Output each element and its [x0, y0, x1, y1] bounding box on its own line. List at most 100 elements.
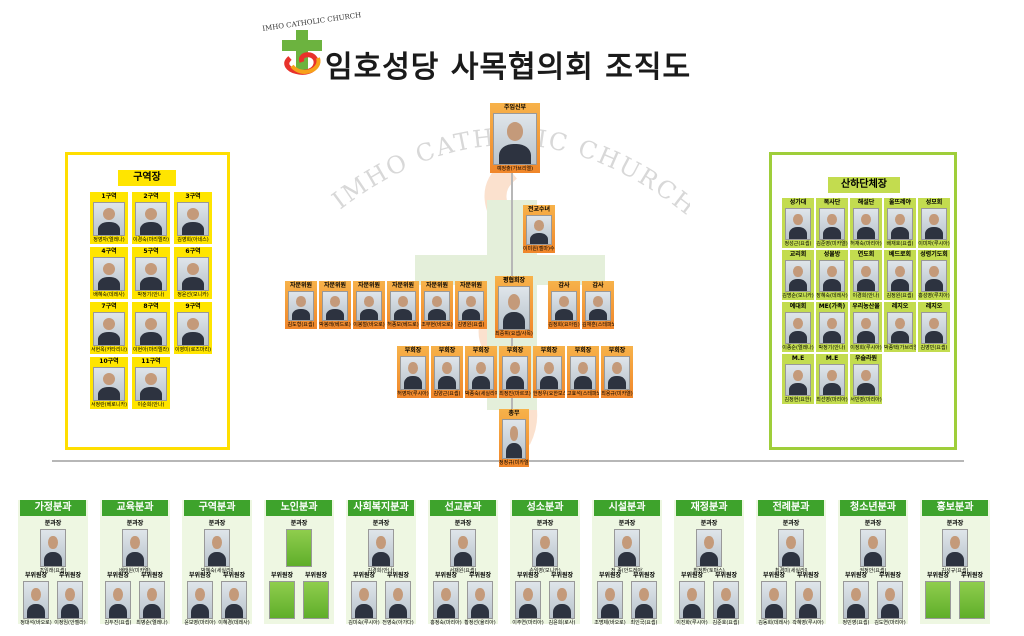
groups-title: 산하단체장	[828, 177, 900, 193]
role-label: 감사	[592, 282, 604, 289]
photo-placeholder	[959, 581, 985, 619]
person-card: 부위원장	[922, 571, 954, 619]
person-name: 김정현(요한)	[784, 397, 812, 403]
portrait-photo	[887, 260, 913, 292]
portrait-photo	[458, 291, 484, 321]
portrait-photo	[679, 581, 705, 619]
portrait-photo	[177, 312, 209, 346]
person-name: 김정희(요아킴)	[548, 322, 580, 328]
role-label: 부위원장	[106, 572, 130, 579]
role-label: 성령기도회	[920, 251, 948, 258]
role-label: 예대회	[789, 303, 807, 310]
portrait-photo	[177, 257, 209, 291]
role-label: 부위원장	[632, 572, 656, 579]
role-label: 연도회	[857, 251, 875, 258]
role-label: 1구역	[101, 193, 117, 200]
role-label: ME(가족)	[818, 303, 846, 310]
person-name: 예정출(가브리엘)	[496, 166, 534, 172]
districts-panel	[65, 152, 230, 450]
person-name: 이봉철(바오로)	[353, 322, 385, 328]
role-label: 자문위원	[323, 282, 347, 289]
portrait-photo	[713, 581, 739, 619]
person-name: 이종순(엘레나)	[782, 345, 814, 351]
portrait-photo	[614, 529, 640, 567]
role-label: 복사단	[823, 199, 841, 206]
role-label: 7구역	[101, 303, 117, 310]
role-label: 부회장	[404, 347, 422, 354]
role-label: 부위원장	[24, 572, 48, 579]
portrait-photo	[887, 208, 913, 240]
photo-placeholder	[286, 529, 312, 567]
role-label: 분과장	[700, 520, 718, 527]
role-label: 부위원장	[680, 572, 704, 579]
person-name: 홍성영(루치아)	[918, 293, 950, 299]
person-name: 최인국(요셉)	[630, 620, 658, 626]
portrait-photo	[761, 581, 787, 619]
portrait-photo	[288, 291, 314, 321]
role-label: 2구역	[143, 193, 159, 200]
person-name: 이정희(루시아)	[850, 345, 882, 351]
portrait-photo	[921, 208, 947, 240]
department-title: 교육분과	[102, 500, 168, 516]
person-name: 황정선(율리아)	[464, 620, 496, 626]
role-label: 주임신부	[503, 104, 527, 111]
role-label: 전교수녀	[527, 206, 551, 213]
person-name: 서현옥(카타리나)	[90, 347, 128, 353]
portrait-photo	[853, 312, 879, 344]
person-name: 정대석(바오로)	[20, 620, 52, 626]
districts-title: 구역장	[118, 170, 176, 186]
person-name: 서재원(요셉)	[449, 568, 477, 574]
person-name: 최경미(세실리아)	[775, 568, 807, 574]
person-name: 정정규(미카엘)	[499, 460, 529, 466]
portrait-photo	[468, 356, 494, 390]
department-title: 재정분과	[676, 500, 742, 516]
role-label: 부위원장	[304, 572, 328, 579]
role-label: 9구역	[185, 303, 201, 310]
portrait-photo	[356, 291, 382, 321]
portrait-photo	[942, 529, 968, 567]
person-name: 박정기(안나)	[137, 292, 165, 298]
portrait-photo	[785, 208, 811, 240]
role-label: 부회장	[472, 347, 490, 354]
portrait-photo	[887, 312, 913, 344]
person-name: 전 종(안드레아)	[611, 568, 643, 574]
person-card: 분과장	[283, 519, 315, 567]
role-label: 10구역	[99, 358, 119, 365]
role-label: 부위원장	[434, 572, 458, 579]
person-name: 김재훈(스테파노)	[582, 322, 614, 328]
person-name: 최용규(미카엘)	[601, 391, 633, 397]
portrait-photo	[877, 581, 903, 619]
person-name: 배재호(요셉)	[886, 241, 914, 247]
department-title: 구역분과	[184, 500, 250, 516]
person-name: 김두진(요셉)	[104, 620, 132, 626]
role-label: 해설단	[857, 199, 875, 206]
person-name: 배혜숙(데레사)	[93, 292, 125, 298]
portrait-photo	[23, 581, 49, 619]
role-label: 부회장	[438, 347, 456, 354]
role-label: 분과장	[44, 520, 62, 527]
portrait-photo	[434, 356, 460, 390]
person-name: 조임래(요셉)	[39, 568, 67, 574]
role-label: 부위원장	[714, 572, 738, 579]
role-label: 부회장	[574, 347, 592, 354]
person-name: 박종택(가브리엘)	[884, 345, 916, 351]
role-label: 부위원장	[926, 572, 950, 579]
role-label: M.E	[825, 355, 839, 362]
portrait-photo	[853, 208, 879, 240]
role-label: 분과장	[126, 520, 144, 527]
role-label: 부위원장	[598, 572, 622, 579]
